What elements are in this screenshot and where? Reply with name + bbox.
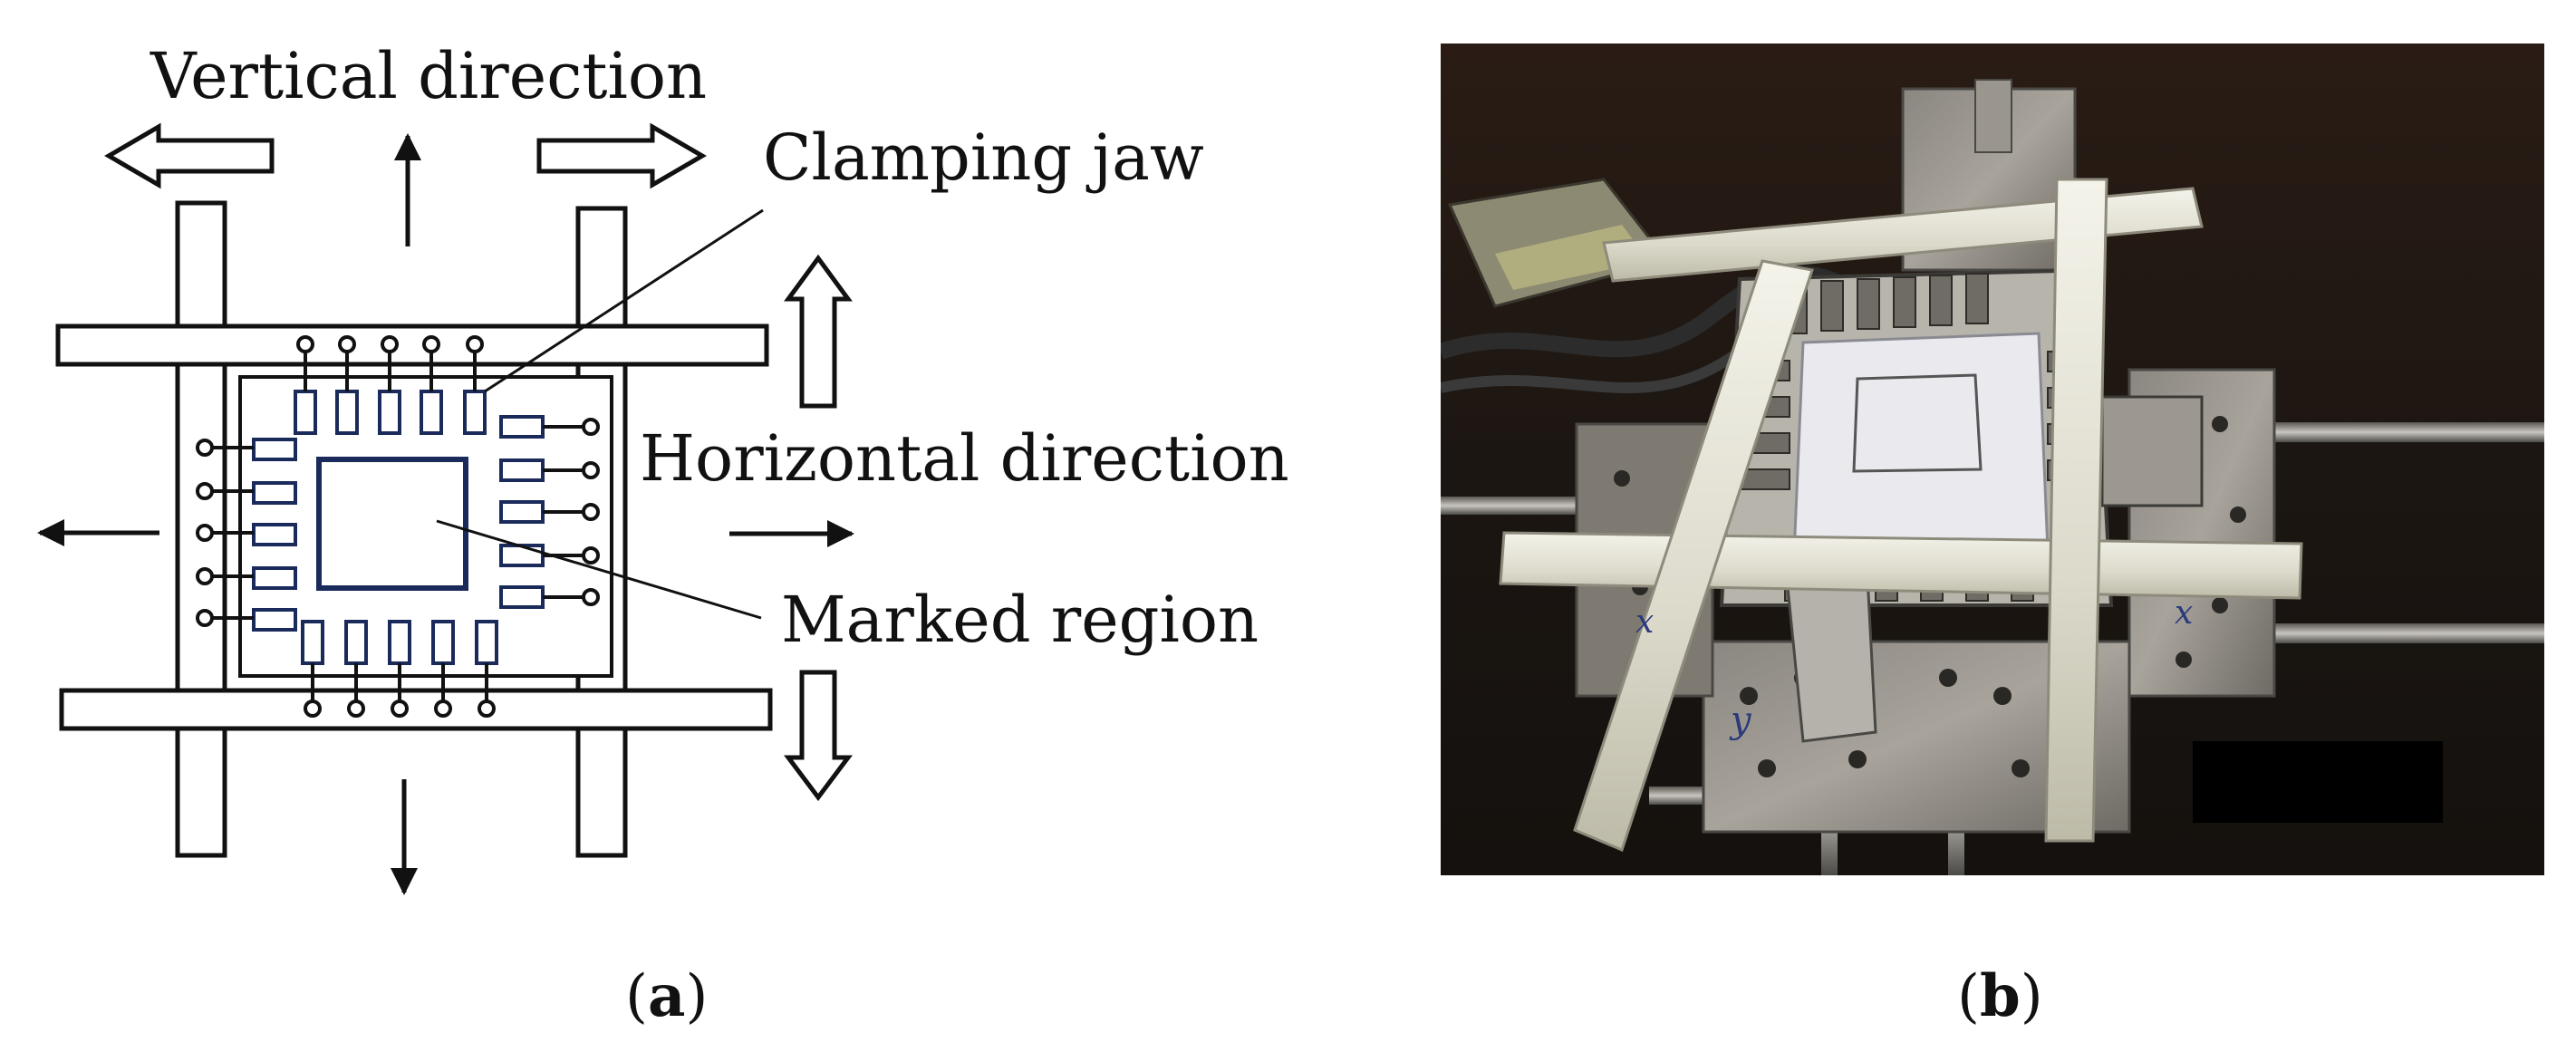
caption-a-open: ( [625,963,648,1030]
bottom-jaws [301,620,498,665]
specimen [1792,332,2050,557]
schematic-diagram: Vertical direction Clamping jaw Horizont… [37,39,1289,895]
leader-marked-region [436,519,762,620]
left-pins [196,439,254,627]
block-arrow-right [536,122,707,189]
label-clamping-jaw: Clamping jaw [763,121,1204,195]
guide-rod-right-2 [2256,623,2544,643]
block-arrow-down [784,670,853,802]
schematic-svg: Vertical direction Clamping jaw Horizont… [37,39,1289,895]
horizontal-bar-bottom [59,688,773,731]
block-arrow-left [104,122,275,189]
marking-x-left: x [1635,603,1654,641]
caption-a: (a) [625,962,708,1030]
label-marked-region: Marked region [781,583,1259,657]
horizontal-bar-top [55,323,769,367]
cable-2 [1439,347,1743,393]
caption-b-open: ( [1957,963,1980,1030]
right-pins [543,418,600,606]
caption-b-close: ) [2020,963,2043,1030]
redaction-box [2193,741,2443,823]
label-vertical-direction: Vertical direction [150,39,707,113]
leader-clamping-jaw [484,208,764,393]
caption-b-letter: b [1979,962,2021,1030]
bottom-pins [304,663,496,718]
guide-rod-right [2238,422,2544,442]
white-rail-top [1602,187,2204,283]
vertical-bar-left [175,200,227,858]
photo-svg: x x y [1438,43,2544,875]
top-screw-rod [1974,79,2012,153]
left-jaws [252,438,297,632]
white-rail-left [1573,259,1814,853]
top-pins [296,335,484,391]
right-slider [2100,395,2204,507]
white-rail-right [2044,178,2108,843]
label-horizontal-direction: Horizontal direction [640,421,1289,496]
marked-square [1852,373,1983,473]
caption-a-close: ) [685,963,709,1030]
caption-b: (b) [1957,962,2043,1030]
caption-a-letter: a [647,962,686,1030]
device-photo: x x y [1438,43,2544,875]
block-arrow-up [784,254,853,409]
marking-x-right: x [2175,594,2193,632]
marking-y: y [1729,700,1752,741]
